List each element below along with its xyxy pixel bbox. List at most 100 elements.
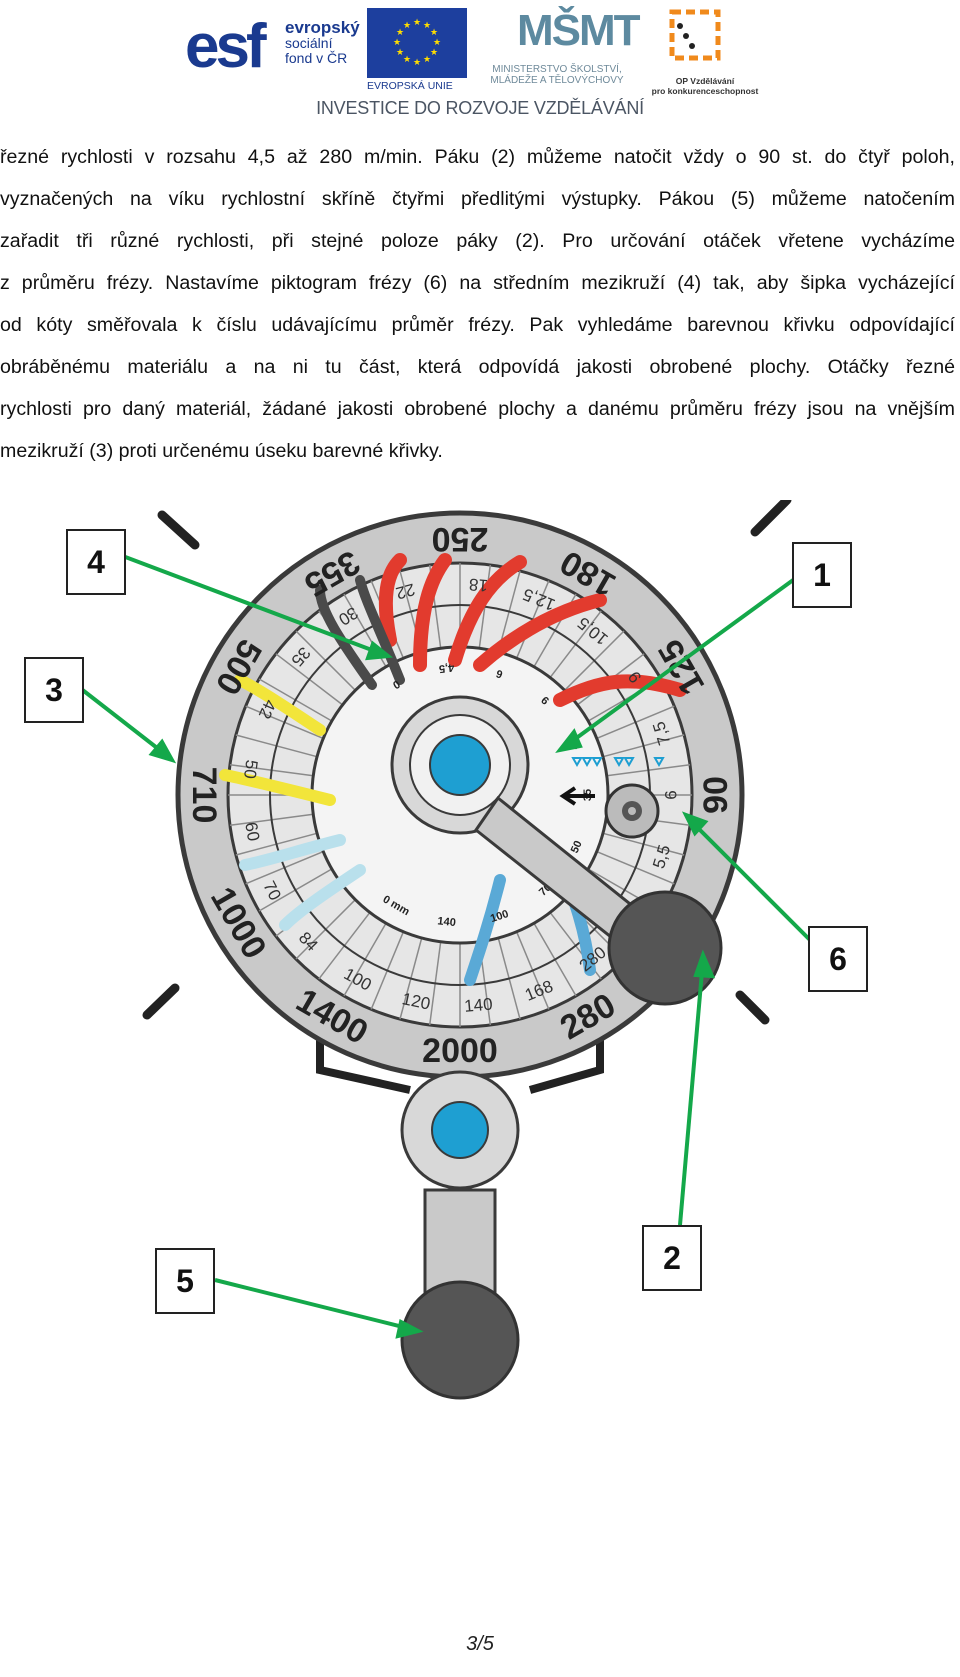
middle-ring-label: 60 <box>241 821 263 843</box>
investice-slogan: INVESTICE DO ROZVOJE VZDĚLÁVÁNÍ <box>316 98 644 118</box>
middle-ring-label: 50 <box>240 759 261 780</box>
op-line2: pro konkurenceschopnost <box>651 86 759 96</box>
svg-text:★: ★ <box>403 21 411 31</box>
paragraph-line: mezikruží (3) proti určenému úseku barev… <box>0 440 443 462</box>
esf-text: evropský sociální fond v ČR <box>285 18 360 66</box>
lever-2-knob[interactable] <box>607 890 723 1006</box>
paragraph-line: rychlosti pro daný materiál, žádané jako… <box>0 398 955 420</box>
arrow-1 <box>558 573 802 752</box>
eu-label: EVROPSKÁ UNIE <box>367 80 453 92</box>
red-band <box>553 674 687 707</box>
svg-text:★: ★ <box>396 28 404 38</box>
svg-text:★: ★ <box>430 28 438 38</box>
red-band <box>413 553 452 672</box>
msmt-line2: MLÁDEŽE A TĚLOVÝCHOVY <box>490 75 624 86</box>
middle-ring-label: 22 <box>394 580 417 603</box>
middle-ring-label: 18 <box>468 575 489 596</box>
paragraph-line: z průměru frézy. Nastavíme piktogram fré… <box>0 272 955 294</box>
inner-diameter-label: 140 <box>437 915 457 929</box>
arrow-3 <box>78 686 172 760</box>
svg-text:★: ★ <box>413 18 421 28</box>
callout-5: 5 <box>155 1248 215 1314</box>
middle-ring-label: 6 <box>661 790 680 799</box>
inner-diameter-label: 0 <box>390 677 401 690</box>
red-band <box>448 555 527 667</box>
lever-5-knob[interactable] <box>400 1280 520 1400</box>
inner-diameter-label: 100 <box>489 908 510 925</box>
svg-text:★: ★ <box>433 38 441 48</box>
outer-speed-label: 90 <box>697 776 735 814</box>
arrow-2 <box>678 959 705 1226</box>
page-number: 3/5 <box>466 1633 494 1655</box>
lever-5-hub-center <box>431 1101 489 1159</box>
svg-text:★: ★ <box>403 55 411 65</box>
inner-diameter-label: 50 <box>569 839 585 855</box>
op-text: OP Vzdělávání pro konkurenceschopnost <box>640 76 770 96</box>
gray-band <box>315 585 377 690</box>
op-logo: OP Vzdělávání pro konkurenceschopnost <box>640 6 790 96</box>
paragraph-line: od kóty směřovala k číslu udávajícímu pr… <box>0 314 955 336</box>
outer-speed-label: 710 <box>185 767 223 824</box>
arrow-4-head-icon <box>365 640 394 661</box>
header-logos: esf evropský sociální fond v ČR ★★★ ★★★ … <box>0 0 960 125</box>
msmt-mark: MŠMT <box>517 6 641 55</box>
lightblue-band <box>279 864 366 931</box>
speed-dial-diagram: 2501801259063280200014001000710500355 18… <box>78 495 812 1400</box>
msmt-text: MINISTERSTVO ŠKOLSTVÍ, MLÁDEŽE A TĚLOVÝC… <box>477 64 637 86</box>
callout-2: 2 <box>642 1225 702 1291</box>
arrow-6 <box>686 816 812 942</box>
callout-arrows <box>78 553 812 1339</box>
hub-center <box>429 734 491 796</box>
esf-logo: esf evropský sociální fond v ČR <box>185 6 360 90</box>
esf-line1: evropský <box>285 18 360 37</box>
op-mark-icon <box>669 9 721 61</box>
outer-speed-label: 250 <box>432 520 489 558</box>
svg-text:★: ★ <box>396 48 404 58</box>
surface-triangle-marks <box>571 757 665 768</box>
middle-ring-label: 140 <box>463 994 493 1015</box>
svg-text:★: ★ <box>423 55 431 65</box>
paragraph-line: obráběnému materiálu a na ni tu část, kt… <box>0 356 955 378</box>
material-bands <box>219 553 687 986</box>
arrow-2-head-icon <box>693 949 716 979</box>
svg-text:★: ★ <box>430 48 438 58</box>
middle-ring-labels: 1812,510,597,565,54,52801681401201008470… <box>240 575 680 1016</box>
inner-diameter-label: 6 <box>495 667 505 680</box>
esf-line3: fond v ČR <box>285 50 348 66</box>
msmt-logo: MŠMT MINISTERSTVO ŠKOLSTVÍ, MLÁDEŽE A TĚ… <box>477 6 640 94</box>
callout-6: 6 <box>808 926 868 992</box>
gray-band <box>355 575 405 685</box>
arrow-6-head-icon <box>681 811 709 837</box>
esf-brand: esf <box>185 12 267 81</box>
logo-row: esf evropský sociální fond v ČR ★★★ ★★★ … <box>185 6 785 96</box>
op-line1: OP Vzdělávání <box>675 76 735 86</box>
eu-flag-icon: ★★★ ★★★ ★★★ ★★★ <box>367 8 467 78</box>
esf-line2: sociální <box>285 35 333 51</box>
callout-4: 4 <box>66 529 126 595</box>
paragraph-line: řezné rychlosti v rozsahu 4,5 až 280 m/m… <box>0 146 955 168</box>
body-paragraph: řezné rychlosti v rozsahu 4,5 až 280 m/m… <box>0 136 955 472</box>
speed-dial-figure: 2501801259063280200014001000710500355 18… <box>0 495 960 1610</box>
paragraph-line: zařadit tři různé rychlosti, při stejné … <box>0 230 955 252</box>
callout-3: 3 <box>24 657 84 723</box>
red-band <box>473 593 607 672</box>
svg-text:★: ★ <box>423 21 431 31</box>
paragraph-line: vyznačených na víku rychlostní skříně čt… <box>0 188 955 210</box>
arrow-1-head-icon <box>555 728 583 754</box>
red-band <box>378 553 407 647</box>
arrow-3-head-icon <box>148 738 177 764</box>
yellow-band <box>234 674 326 736</box>
arrow-5-head-icon <box>395 1318 424 1339</box>
arrow-4 <box>119 553 386 657</box>
pointer-arrow-icon <box>559 786 595 806</box>
housing-ticks <box>142 495 792 1025</box>
housing-bracket-left <box>316 1030 411 1094</box>
inner-diameter-label: 4,5 <box>438 661 454 675</box>
svg-text:★: ★ <box>413 58 421 68</box>
cutter-pictogram-icon <box>604 783 660 839</box>
housing-bracket-right <box>528 1030 604 1094</box>
svg-text:★: ★ <box>393 38 401 48</box>
lightblue-band <box>239 834 346 871</box>
callout-1: 1 <box>792 542 852 608</box>
blue-band <box>464 874 506 986</box>
